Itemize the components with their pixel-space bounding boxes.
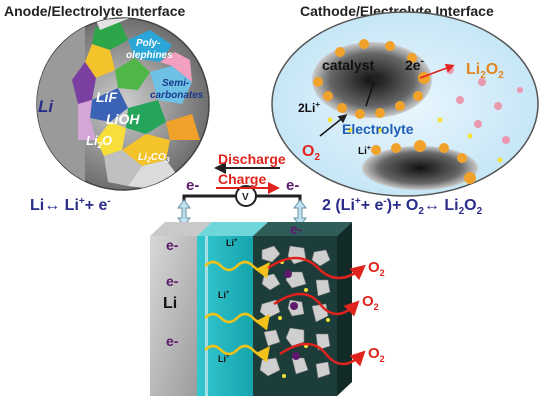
- li-metal-label: Li: [38, 97, 54, 116]
- o2-label-2: O2: [362, 293, 379, 312]
- two-li-ion-label: 2Li+: [298, 100, 320, 115]
- lioh-label: LiOH: [106, 111, 140, 127]
- li-anode-label: Li: [163, 295, 177, 312]
- circuit-electron-right: e-: [286, 177, 299, 194]
- voltmeter-icon: [235, 185, 257, 207]
- cathode-interface-title: Cathode/Electrolyte Interface: [300, 3, 494, 19]
- li-anode-block: [150, 236, 197, 396]
- o2-label-3: O2: [368, 345, 385, 364]
- svg-text:Li+: Li+: [226, 238, 238, 248]
- o2-label-1: O2: [368, 259, 385, 278]
- semicarbonates-label-2: carbonates: [150, 90, 204, 101]
- anode-reaction-equation: Li↔ Li++ e-: [30, 196, 111, 214]
- cathode-reaction-equation: 2 (Li++ e-)+ O2↔ Li2O2: [322, 196, 483, 217]
- li2o-label: Li2O: [86, 133, 112, 150]
- lif-label: LiF: [96, 89, 117, 105]
- cathode-detail-ellipse: catalyst 2e- 2Li+ Electrolyte Li+ O2 Li2…: [271, 11, 539, 197]
- circuit-electron-left: e-: [186, 177, 199, 194]
- cathode-o2-label: O2: [302, 143, 320, 163]
- svg-text:e-: e-: [166, 333, 179, 349]
- battery-cell: Li: [150, 222, 352, 396]
- svg-text:Li+: Li+: [218, 354, 230, 364]
- external-circuit: V Discharge Charge e- e-: [177, 151, 307, 227]
- anode-sei-circle: Li LiF LiOH Li2O Li2CO3 Poly- olephines …: [36, 17, 210, 191]
- semicarbonates-label-1: Semi-: [162, 78, 190, 89]
- anode-electrons: e- e- e- e-: [166, 221, 303, 349]
- svg-text:e-: e-: [290, 221, 303, 237]
- charge-label: Charge: [218, 171, 266, 187]
- cathode-li-ion-label: Li+: [358, 145, 371, 157]
- catalyst-label: catalyst: [322, 57, 374, 73]
- two-electron-label: 2e-: [405, 56, 424, 73]
- electrolyte-label: Electrolyte: [342, 121, 414, 137]
- anode-interface-title: Anode/Electrolyte Interface: [4, 3, 185, 19]
- svg-text:e-: e-: [166, 273, 179, 289]
- polyolefines-label-2: olephines: [126, 50, 173, 61]
- svg-text:e-: e-: [166, 237, 179, 253]
- voltmeter-label: V: [242, 192, 249, 203]
- discharge-label: Discharge: [218, 151, 286, 167]
- svg-text:Li+: Li+: [218, 290, 230, 300]
- li2co3-label: Li2CO3: [138, 152, 170, 164]
- li-ion-migration: Li+ Li+ Li+: [204, 238, 271, 364]
- o2-outflow: O2 O2 O2: [267, 256, 385, 367]
- li2o2-product-label: Li2O2: [466, 61, 504, 81]
- polyolefines-label-1: Poly-: [136, 38, 161, 49]
